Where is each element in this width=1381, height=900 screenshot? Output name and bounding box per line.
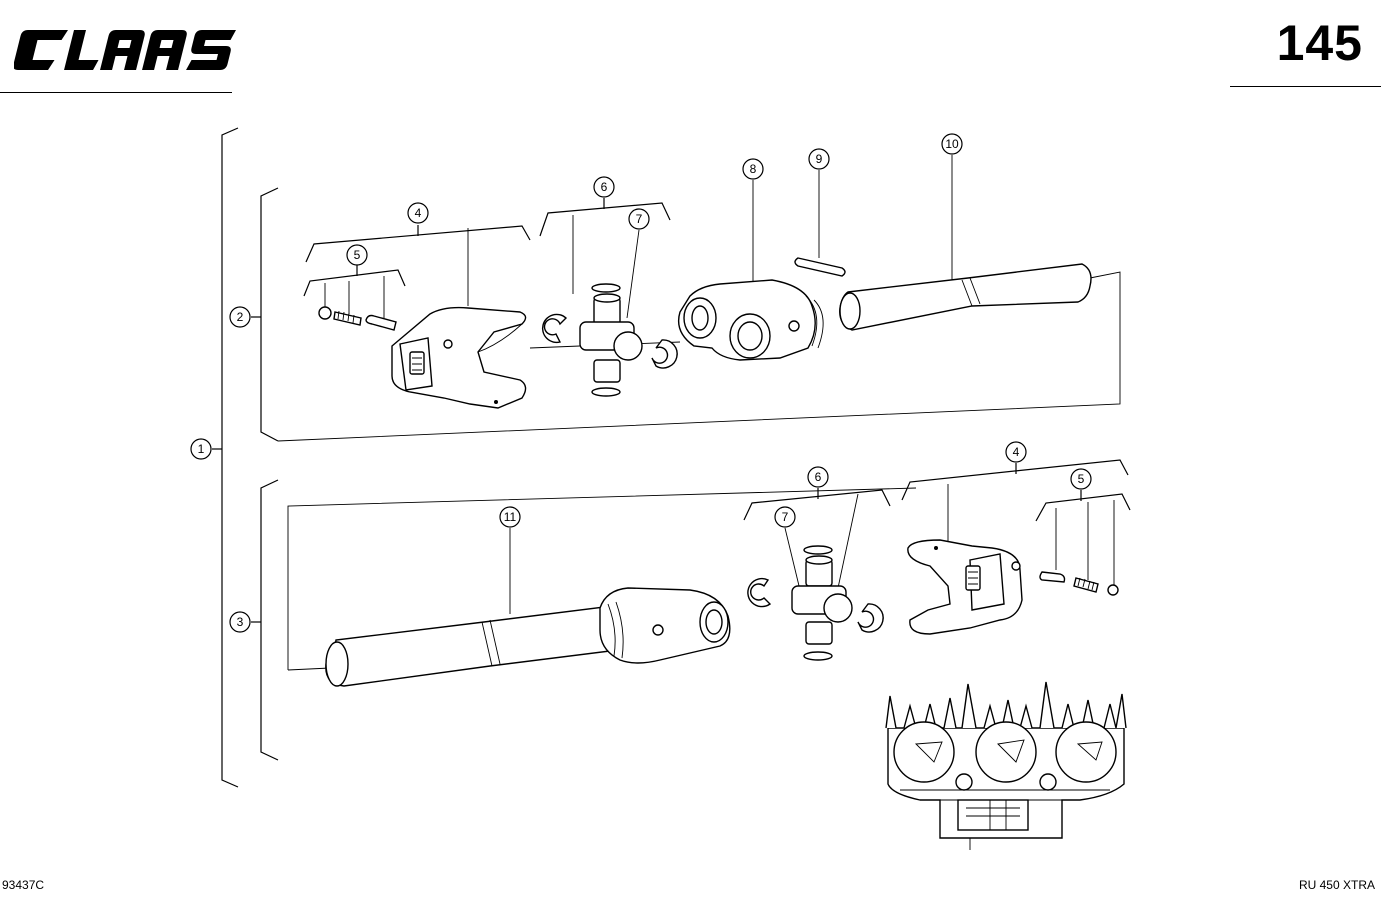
svg-text:1: 1 xyxy=(198,442,205,456)
bearing-cap-front-upper xyxy=(613,331,643,361)
svg-text:8: 8 xyxy=(750,162,757,176)
seal-ring-top-lower xyxy=(803,545,833,555)
group-bracket-4-lower xyxy=(901,459,1129,501)
svg-text:5: 5 xyxy=(1078,472,1085,486)
callout-5-upper: 5 xyxy=(346,244,368,266)
circlip-lower-left xyxy=(747,577,772,608)
svg-text:5: 5 xyxy=(354,248,361,262)
svg-text:10: 10 xyxy=(945,137,959,151)
callout-5-lower: 5 xyxy=(1070,468,1092,490)
svg-text:2: 2 xyxy=(237,310,244,324)
seal-ring-bottom-upper xyxy=(591,387,621,397)
callout-4-lower: 4 xyxy=(1005,441,1027,463)
callout-4-upper: 4 xyxy=(407,202,429,224)
callout-9: 9 xyxy=(808,148,830,170)
grease-ring-upper xyxy=(318,306,332,320)
svg-text:9: 9 xyxy=(816,152,823,166)
svg-text:7: 7 xyxy=(782,510,789,524)
circlip-lower-right xyxy=(857,603,884,633)
drawing-id: 93437C xyxy=(2,878,45,892)
machine-location-thumbnail xyxy=(885,681,1127,850)
bearing-cap-bottom-upper xyxy=(593,359,621,383)
group-bracket-5-upper xyxy=(303,269,406,297)
callout-8: 8 xyxy=(742,158,764,180)
spring-upper xyxy=(333,311,362,326)
seal-ring-top-upper xyxy=(591,283,621,293)
callout-10: 10 xyxy=(941,133,963,155)
callout-3: 3 xyxy=(229,611,251,633)
callout-11: 11 xyxy=(499,506,521,528)
inner-profile-tube xyxy=(839,263,1092,331)
pin-lower xyxy=(1039,571,1066,583)
svg-text:7: 7 xyxy=(636,212,643,226)
circlip-upper-right xyxy=(651,339,678,369)
outer-profile-tube xyxy=(325,605,619,687)
tube-yoke-lower xyxy=(599,587,731,664)
lower-frame xyxy=(287,487,917,670)
header-rule-left xyxy=(0,92,232,93)
group-bracket-5-lower xyxy=(1035,493,1131,522)
callout-7-upper: 7 xyxy=(628,208,650,230)
callout-1: 1 xyxy=(190,438,212,460)
bracket-assembly-3 xyxy=(260,479,279,761)
upper-frame xyxy=(277,271,1121,442)
callout-2: 2 xyxy=(229,306,251,328)
svg-text:6: 6 xyxy=(815,470,822,484)
callout-6-lower: 6 xyxy=(807,466,829,488)
grease-ring-lower xyxy=(1107,584,1119,596)
bracket-assembly-2 xyxy=(260,187,279,442)
model-id: RU 450 XTRA xyxy=(1298,878,1375,892)
bearing-cap-bottom-lower xyxy=(805,621,833,645)
callout-6-upper: 6 xyxy=(593,176,615,198)
pin-upper xyxy=(365,314,397,331)
bracket-assembly-1 xyxy=(221,127,239,788)
group-bracket-6-upper xyxy=(539,202,671,237)
circlip-upper-left xyxy=(541,313,568,344)
svg-text:6: 6 xyxy=(601,180,608,194)
spring-lower xyxy=(1073,577,1099,593)
svg-text:3: 3 xyxy=(237,615,244,629)
page-number: 145 xyxy=(1276,15,1363,71)
bearing-cap-front-lower xyxy=(823,593,853,623)
claas-logo xyxy=(14,30,237,70)
callout-7-lower: 7 xyxy=(774,506,796,528)
yoke-lower xyxy=(907,539,1023,635)
seal-ring-bottom-lower xyxy=(803,651,833,661)
group-bracket-6-lower xyxy=(743,489,891,521)
svg-text:4: 4 xyxy=(1013,445,1020,459)
roll-pin xyxy=(794,257,846,277)
svg-text:11: 11 xyxy=(504,510,517,524)
svg-text:4: 4 xyxy=(415,206,422,220)
header-rule-right xyxy=(1230,86,1381,87)
